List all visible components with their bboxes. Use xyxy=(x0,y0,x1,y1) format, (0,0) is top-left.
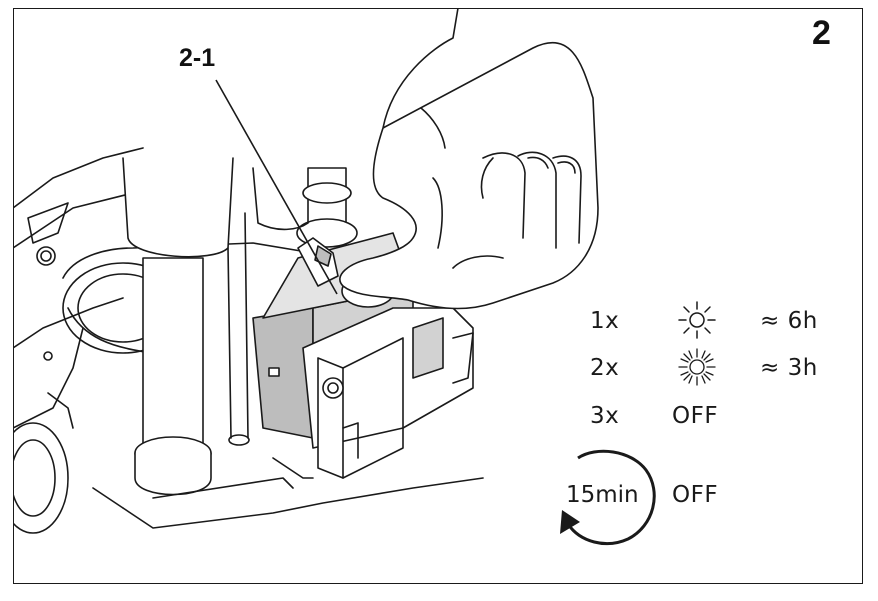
bright-sun-icon xyxy=(678,348,716,386)
auto-off-state: OFF xyxy=(672,482,719,508)
callout-label: 2-1 xyxy=(179,44,216,72)
duration-3h: ≈ 3h xyxy=(760,355,818,381)
state-off: OFF xyxy=(672,403,719,429)
counterclockwise-arrow-icon xyxy=(560,449,656,546)
router-illustration xyxy=(13,8,599,534)
presses-1x: 1x xyxy=(590,308,620,334)
duration-6h: ≈ 6h xyxy=(760,308,818,334)
sun-icon xyxy=(678,301,716,339)
presses-3x: 3x xyxy=(590,403,620,429)
callout-leader-line xyxy=(215,79,338,295)
figure-number: 2 xyxy=(812,14,831,52)
arrow-mark xyxy=(27,202,69,244)
presses-2x: 2x xyxy=(590,355,620,381)
auto-off-time: 15min xyxy=(566,482,639,508)
